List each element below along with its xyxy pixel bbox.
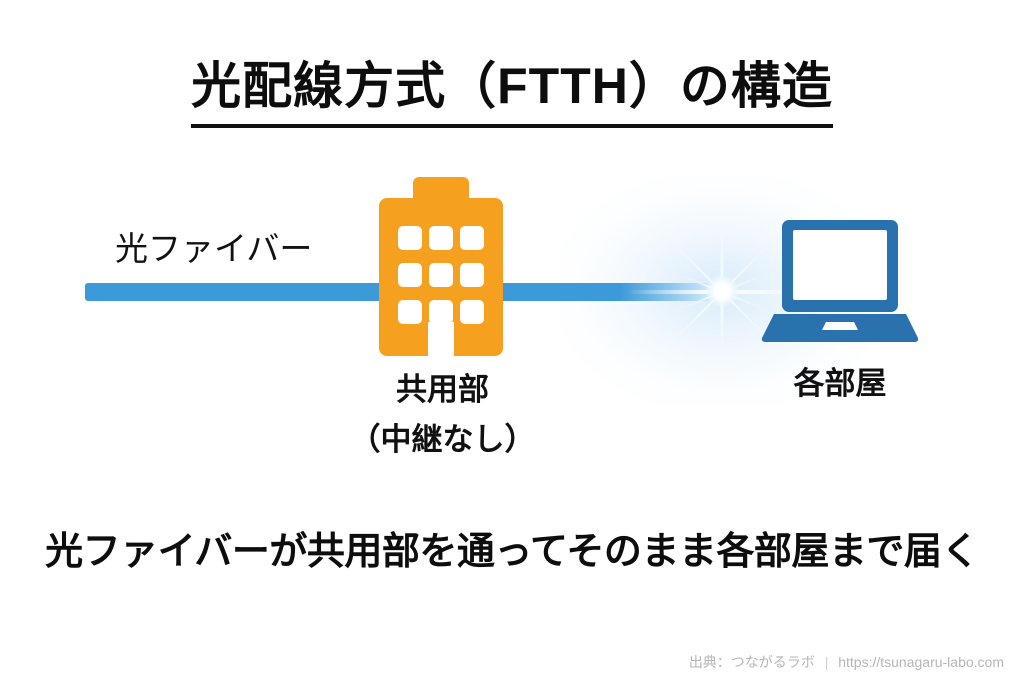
building-icon — [371, 172, 511, 362]
sparkle-core-icon — [706, 275, 738, 307]
footer-separator: | — [824, 654, 829, 670]
caption-text: 光ファイバーが共用部を通ってそのまま各部屋まで届く — [45, 531, 979, 573]
building-label-line1: 共用部 — [396, 372, 489, 407]
footer-source: 出典：つながるラボ — [688, 654, 815, 670]
fiber-label: 光ファイバー — [115, 230, 313, 267]
footer-url: https://tsunagaru-labo.com — [838, 654, 1004, 670]
building-label-line2: （中継なし） — [349, 421, 536, 457]
room-label: 各部屋 — [793, 366, 887, 401]
laptop-icon — [760, 212, 920, 344]
page-title: 光配線方式（FTTH）の構造 — [0, 46, 1024, 128]
footer-credit: 出典：つながるラボ | https://tsunagaru-labo.com — [689, 652, 1004, 672]
page-title-text: 光配線方式（FTTH）の構造 — [191, 46, 833, 128]
building-label: 共用部 （中継なし） — [300, 365, 585, 464]
